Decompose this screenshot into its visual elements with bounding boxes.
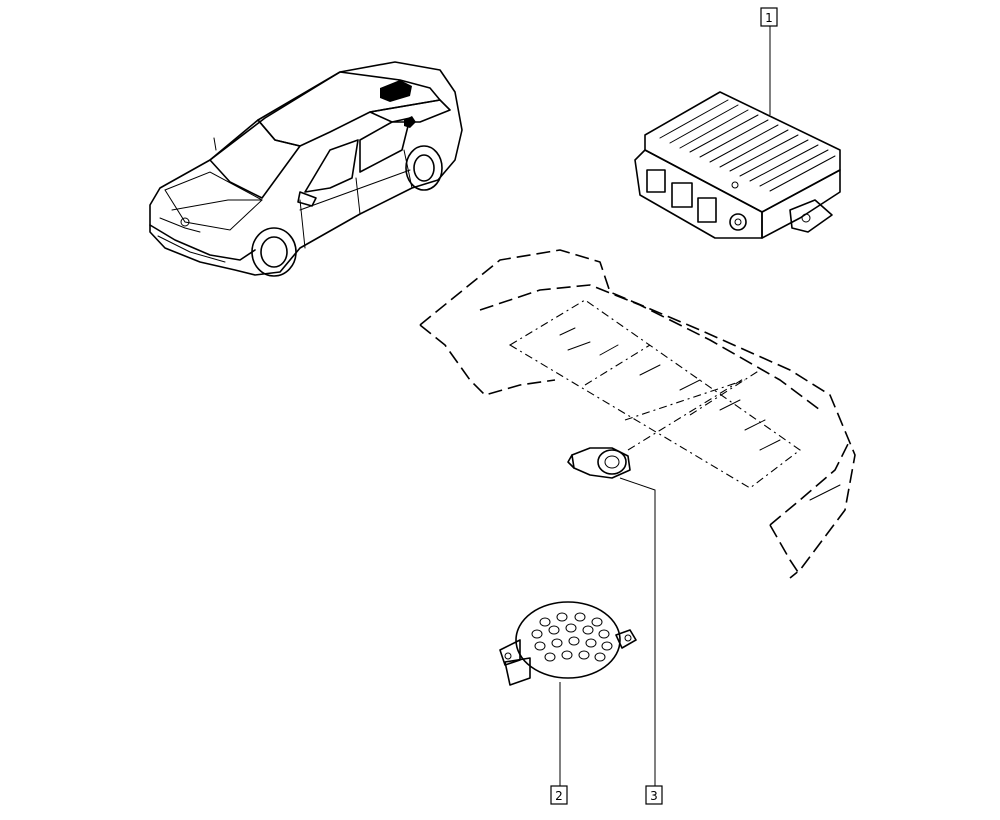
callout-1: 1 (760, 7, 778, 115)
callout-label-1: 1 (765, 11, 773, 25)
callout-2: 2 (550, 682, 568, 805)
callout-label-2: 2 (555, 789, 563, 803)
parking-sensor (567, 377, 746, 479)
vehicle-illustration (149, 61, 463, 277)
callout-3: 3 (619, 477, 663, 805)
rear-bumper-outline (419, 249, 856, 579)
callout-label-3: 3 (650, 789, 658, 803)
warning-buzzer (499, 601, 637, 686)
parking-control-unit (634, 91, 841, 239)
